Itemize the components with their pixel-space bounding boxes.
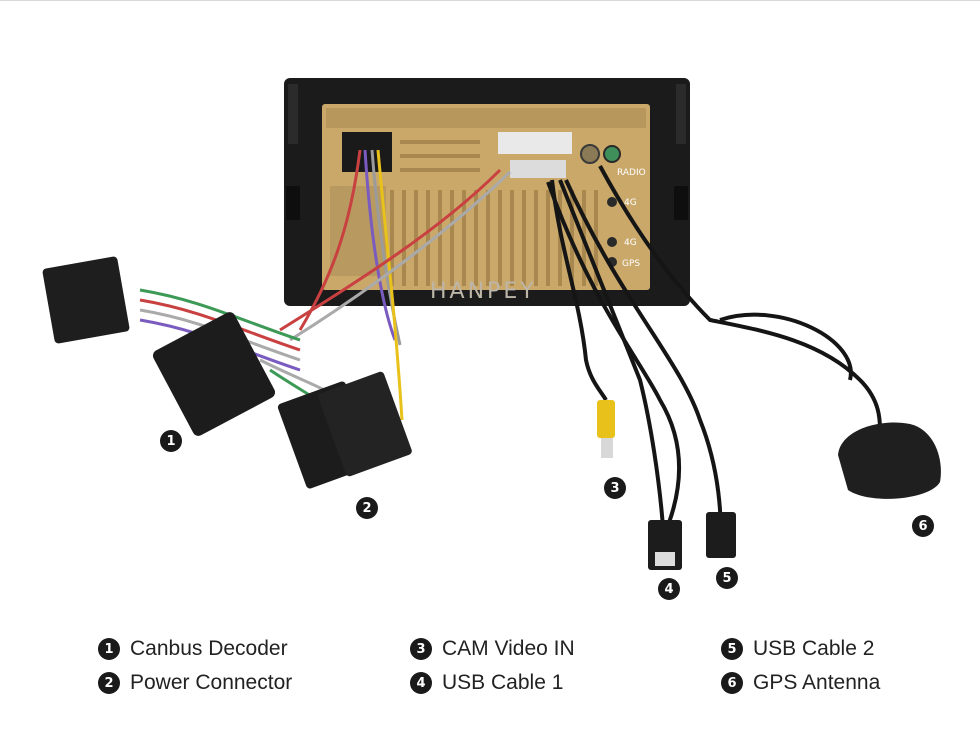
- callout-5: 5: [716, 567, 738, 589]
- legend-item-power-connector: 2 Power Connector: [98, 668, 292, 698]
- callout-1: 1: [160, 430, 182, 452]
- legend-number: 5: [721, 638, 743, 660]
- top-divider: [0, 0, 980, 1]
- port-label-4g-2: 4G: [624, 238, 637, 248]
- wiring-harness-illustration: RADIO 4G 4G GPS HANPEY: [42, 78, 941, 570]
- legend-number: 3: [410, 638, 432, 660]
- legend-number: 1: [98, 638, 120, 660]
- callout-2: 2: [356, 497, 378, 519]
- legend-label: USB Cable 1: [442, 671, 564, 694]
- power-connector-plug: [277, 371, 412, 489]
- legend-item-canbus-decoder: 1 Canbus Decoder: [98, 634, 288, 664]
- legend-label: CAM Video IN: [442, 637, 575, 660]
- usb-plug-1: [648, 520, 682, 570]
- callout-4: 4: [658, 578, 680, 600]
- legend-item-cam-video-in: 3 CAM Video IN: [410, 634, 575, 664]
- legend-label: Canbus Decoder: [130, 637, 288, 660]
- port-label-gps: GPS: [622, 259, 640, 269]
- canbus-decoder-box: [152, 312, 276, 436]
- legend-item-gps-antenna: 6 GPS Antenna: [721, 668, 880, 698]
- legend-number: 4: [410, 672, 432, 694]
- legend-item-usb-cable-1: 4 USB Cable 1: [410, 668, 563, 698]
- callout-6: 6: [912, 515, 934, 537]
- black-cables: [546, 165, 882, 546]
- usb-plug-2: [706, 512, 736, 558]
- rca-connector: [597, 400, 615, 458]
- gps-antenna-puck: [838, 422, 941, 499]
- legend-label: GPS Antenna: [753, 671, 881, 694]
- callout-3: 3: [604, 477, 626, 499]
- product-photo: RADIO 4G 4G GPS HANPEY: [42, 78, 941, 600]
- legend-label: USB Cable 2: [753, 637, 875, 660]
- legend-item-usb-cable-2: 5 USB Cable 2: [721, 634, 874, 664]
- legend-number: 2: [98, 672, 120, 694]
- iso-plug-left: [42, 256, 130, 344]
- watermark-text: HANPEY: [430, 279, 537, 304]
- legend-label: Power Connector: [130, 671, 293, 694]
- parts-legend: 1 Canbus Decoder 2 Power Connector 3 CAM…: [0, 632, 980, 712]
- port-label-4g-1: 4G: [624, 198, 637, 208]
- legend-number: 6: [721, 672, 743, 694]
- port-label-radio: RADIO: [617, 168, 646, 178]
